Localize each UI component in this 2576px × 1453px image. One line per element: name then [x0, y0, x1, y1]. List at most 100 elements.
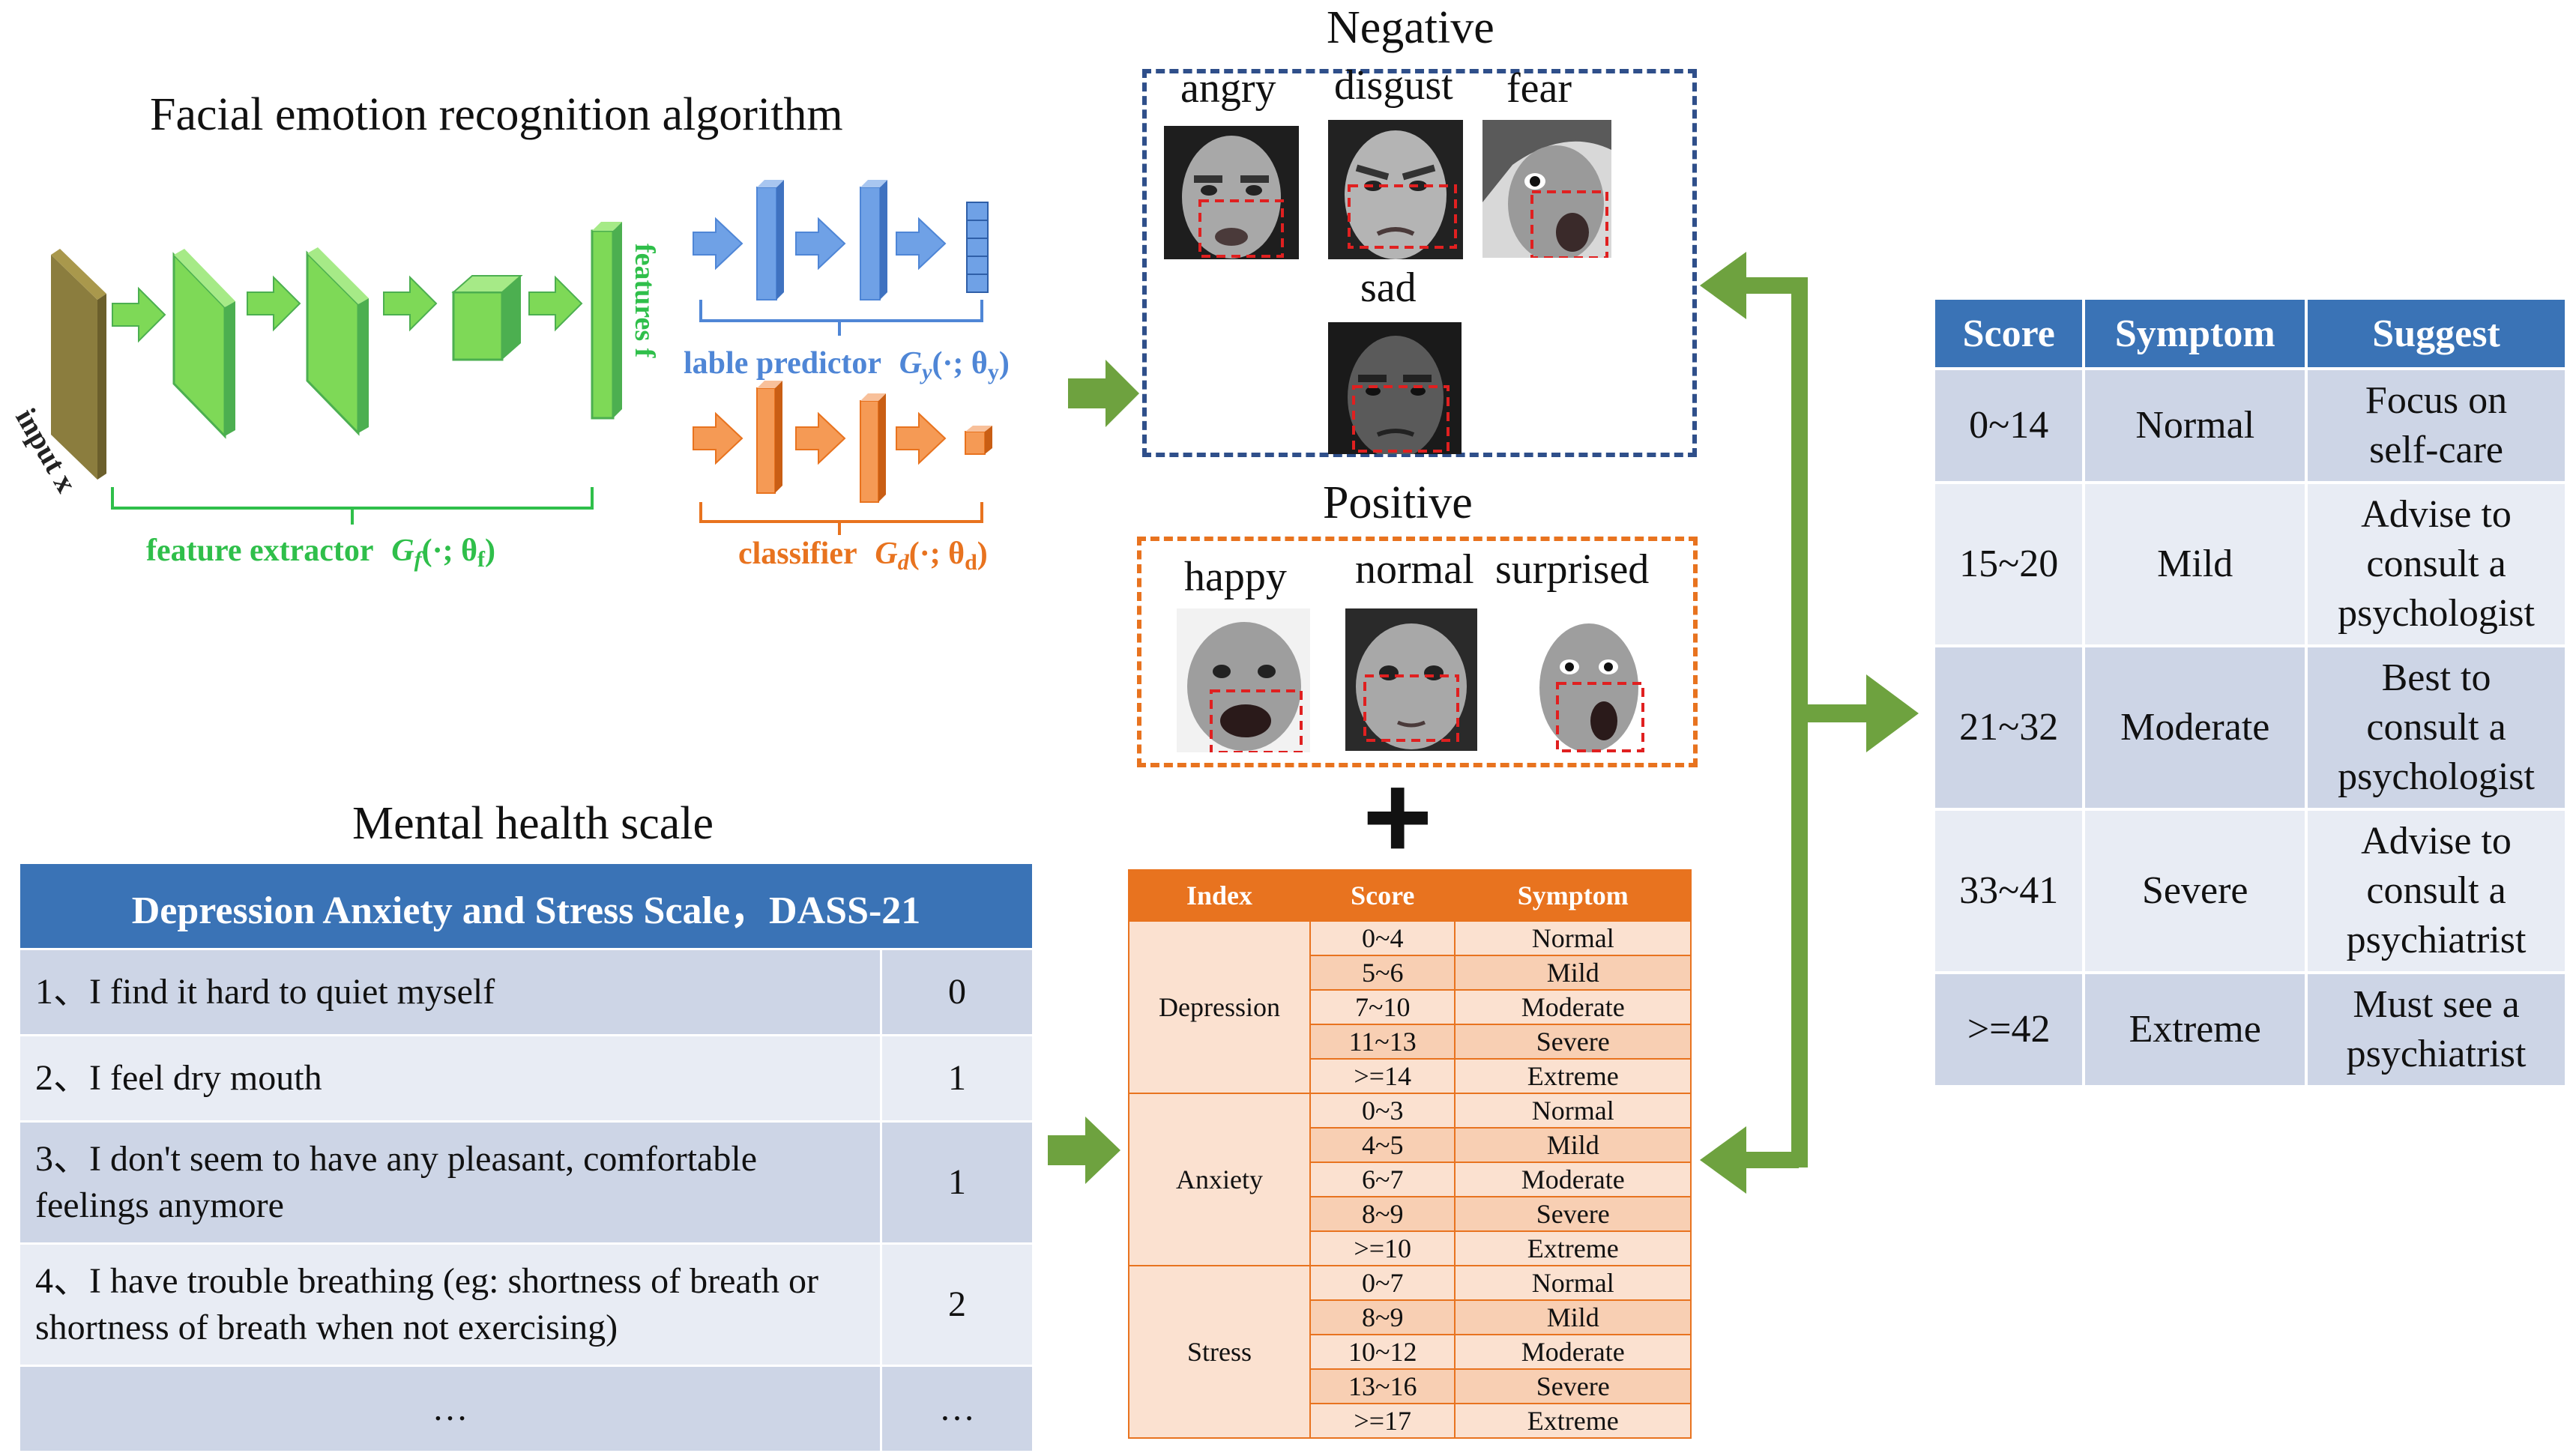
- classifier-arrows: [693, 411, 947, 465]
- index-symptom: Severe: [1454, 1024, 1692, 1060]
- index-name: Anxiety: [1128, 1093, 1311, 1266]
- index-symptom-header: Symptom: [1454, 869, 1692, 922]
- face-label-fear: fear: [1506, 65, 1572, 112]
- index-score: 5~6: [1309, 955, 1456, 991]
- face-image-angry: [1164, 126, 1299, 259]
- negative-box: [1142, 69, 1697, 457]
- merge-bracket: [1700, 252, 1919, 1194]
- classifier-label: classifier Gd(·; θd): [738, 537, 988, 575]
- arrow-to-index-table: [1048, 1117, 1120, 1184]
- index-score: 8~9: [1309, 1196, 1456, 1232]
- predictor-arrows: [693, 217, 947, 271]
- conv-cube: [451, 275, 523, 361]
- extractor-arrows: [112, 275, 583, 343]
- index-symptom: Severe: [1454, 1368, 1692, 1404]
- face-label-surprised: surprised: [1495, 546, 1650, 593]
- extractor-label: feature extractor Gf(·; θf): [146, 534, 495, 572]
- symptom-cell: Extreme: [2082, 971, 2308, 1088]
- predictor-output: [966, 202, 989, 293]
- index-symptom: Normal: [1454, 1093, 1692, 1129]
- symptom-cell: Severe: [2082, 808, 2308, 974]
- suggest-cell: Advise to consult a psychologist: [2305, 481, 2568, 647]
- extractor-brace: [111, 487, 594, 525]
- index-symptom: Mild: [1454, 955, 1692, 991]
- index-score: 0~4: [1309, 920, 1456, 956]
- classifier-output: [965, 426, 992, 455]
- score-cell: >=42: [1931, 971, 2086, 1088]
- index-name: Stress: [1128, 1265, 1311, 1439]
- symptom-cell: Normal: [2082, 367, 2308, 484]
- suggest-cell: Must see a psychiatrist: [2305, 971, 2568, 1088]
- suggest-cell: Advise to consult a psychiatrist: [2305, 808, 2568, 974]
- dass-row: 3、I don't seem to have any pleasant, com…: [18, 1120, 1034, 1245]
- index-score: 0~3: [1309, 1093, 1456, 1129]
- score-cell: 21~32: [1931, 644, 2086, 811]
- symptom-header: Symptom: [2082, 297, 2308, 370]
- index-name: Depression: [1128, 920, 1311, 1094]
- scale-title: Mental health scale: [352, 798, 714, 849]
- index-symptom: Mild: [1454, 1299, 1692, 1335]
- algorithm-diagram: input x features f feature extractor Gf(…: [9, 180, 1010, 575]
- face-label-angry: angry: [1180, 65, 1276, 112]
- positive-title: Positive: [1323, 477, 1473, 528]
- index-score-header: Score: [1309, 869, 1456, 922]
- face-label-happy: happy: [1184, 554, 1287, 600]
- algorithm-title: Facial emotion recognition algorithm: [150, 89, 843, 140]
- input-slab: [51, 249, 106, 480]
- index-symptom: Moderate: [1454, 1334, 1692, 1370]
- face-label-sad: sad: [1360, 265, 1417, 311]
- index-score: >=10: [1309, 1230, 1456, 1266]
- index-symptom: Severe: [1454, 1196, 1692, 1232]
- index-score: 8~9: [1309, 1299, 1456, 1335]
- dass-question: 2、I feel dry mouth: [18, 1034, 882, 1123]
- dass-question: 1、I find it hard to quiet myself: [18, 948, 882, 1036]
- predictor-label: lable predictor Gy(·; θy): [684, 346, 1010, 384]
- index-score: >=14: [1309, 1058, 1456, 1094]
- dass-value: 1: [880, 1120, 1034, 1245]
- suggest-header: Suggest: [2305, 297, 2568, 370]
- dass-table: Depression Anxiety and Stress Scale，DASS…: [18, 862, 1034, 1453]
- dass-value: …: [880, 1365, 1034, 1453]
- predictor-layer-1: [756, 180, 784, 300]
- dass-value: 2: [880, 1242, 1034, 1367]
- index-symptom: Moderate: [1454, 989, 1692, 1025]
- face-image-disgust: [1328, 120, 1463, 259]
- suggest-cell: Focus on self-care: [2305, 367, 2568, 484]
- dass-header: Depression Anxiety and Stress Scale，DASS…: [18, 862, 1034, 950]
- features-bar: [591, 222, 622, 420]
- features-label: features f: [629, 244, 660, 359]
- index-score: >=17: [1309, 1403, 1456, 1439]
- index-score: 11~13: [1309, 1024, 1456, 1060]
- index-symptom: Mild: [1454, 1127, 1692, 1163]
- face-image-normal: [1345, 608, 1477, 751]
- face-image-fear: [1482, 120, 1611, 258]
- conv-layer-1: [172, 249, 235, 439]
- index-score: 7~10: [1309, 989, 1456, 1025]
- conv-layer-2: [306, 247, 369, 436]
- index-symptom: Normal: [1454, 1265, 1692, 1301]
- face-image-sad: [1328, 322, 1462, 454]
- plus-sign: +: [1363, 749, 1433, 883]
- symptom-cell: Moderate: [2082, 644, 2308, 811]
- negative-title: Negative: [1327, 2, 1494, 53]
- score-cell: 15~20: [1931, 481, 2086, 647]
- face-image-happy: [1177, 608, 1310, 752]
- classifier-layer-2: [860, 393, 886, 503]
- face-label-normal: normal: [1355, 546, 1474, 593]
